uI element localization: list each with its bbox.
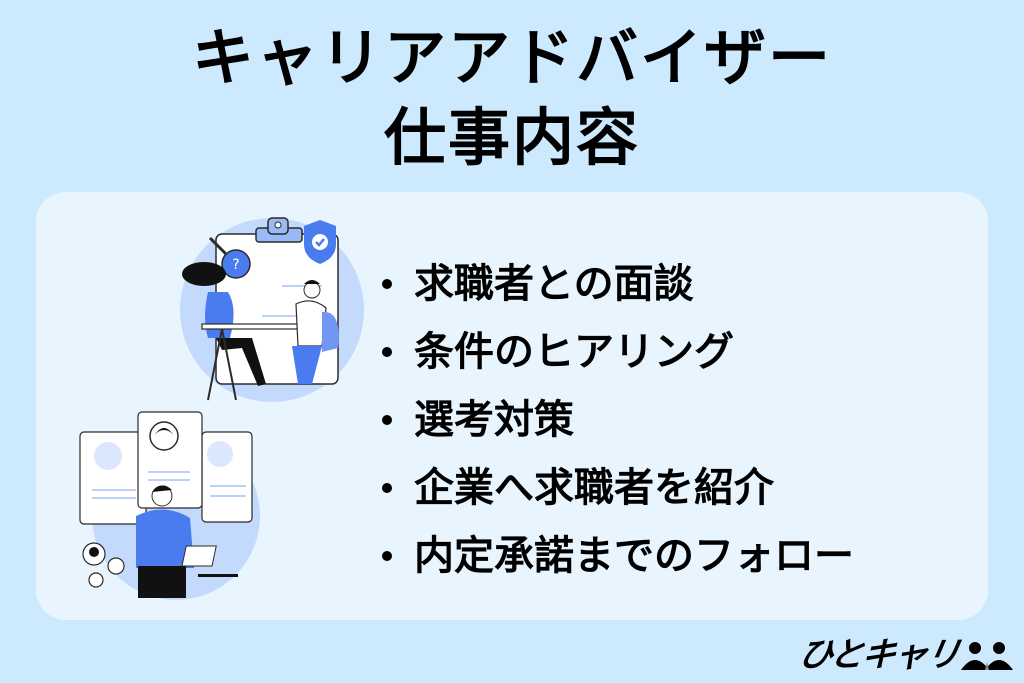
list-item: 内定承諾までのフォロー [372, 522, 854, 590]
bullet-icon [382, 415, 392, 425]
svg-text:?: ? [232, 257, 239, 273]
list-item: 求職者との面談 [372, 250, 854, 318]
list-item: 選考対策 [372, 386, 854, 454]
bullet-icon [382, 551, 392, 561]
list-item-label: 求職者との面談 [414, 261, 694, 307]
list-item: 企業へ求職者を紹介 [372, 454, 854, 522]
candidate-selection-illustration [79, 411, 260, 600]
list-item-label: 企業へ求職者を紹介 [414, 465, 774, 511]
people-icon [961, 642, 1013, 670]
job-duties-list: 求職者との面談 条件のヒアリング 選考対策 企業へ求職者を紹介 内定承諾までのフ… [372, 250, 854, 590]
list-item-label: 選考対策 [414, 397, 574, 443]
brand-logo: ひとキャリ [795, 635, 1016, 675]
title-line-2: 仕事内容 [383, 101, 640, 174]
list-item: 条件のヒアリング [372, 318, 854, 386]
logo-text: ひとキャリ [795, 635, 962, 675]
page-title: キャリアアドバイザー 仕事内容 [0, 18, 1024, 178]
bullet-icon [382, 483, 392, 493]
interview-meeting-illustration: ? [180, 217, 364, 402]
list-item-label: 条件のヒアリング [414, 329, 734, 375]
bullet-icon [382, 279, 392, 289]
list-item-label: 内定承諾までのフォロー [414, 533, 854, 579]
title-line-1: キャリアアドバイザー [191, 21, 832, 94]
bullet-icon [382, 347, 392, 357]
